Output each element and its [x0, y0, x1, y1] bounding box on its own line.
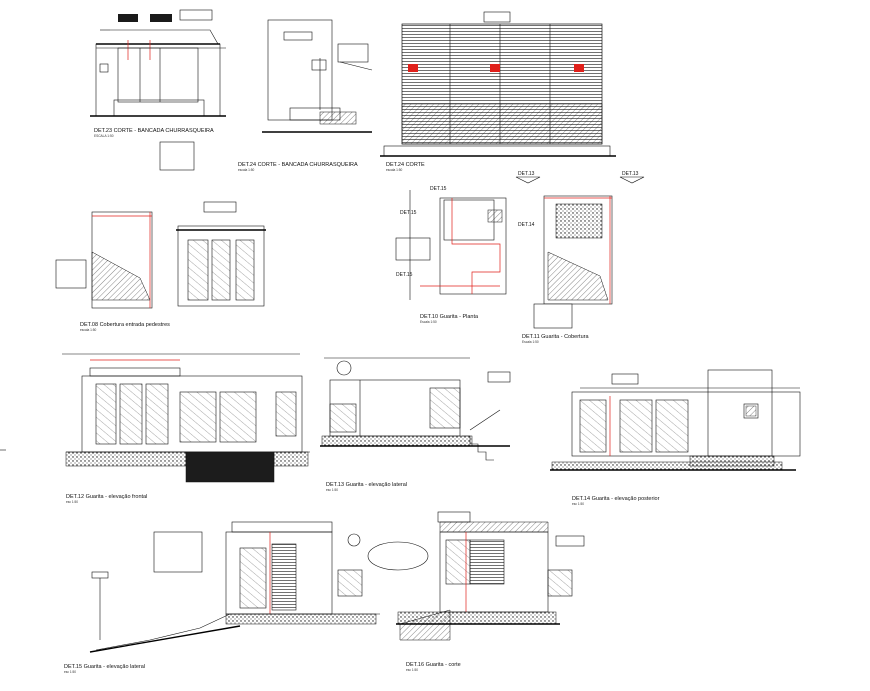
mark-det14: DET.14 — [518, 222, 535, 228]
detail-12-title: DET.12 Guarita - elevação frontal — [66, 494, 147, 500]
detail-12: DET.12 Guarita - elevação frontal esc 1:… — [62, 353, 310, 504]
detail-24b-title: DET.24 CORTE — [386, 162, 425, 168]
detail-14-title: DET.14 Guarita - elevação posterior — [572, 496, 660, 502]
detail-16: DET.16 Guarita - corte esc 1:50 — [367, 511, 585, 672]
detail-15-scale: esc 1:50 — [64, 670, 76, 674]
mark-det15-b: DET.15 — [400, 210, 417, 216]
detail-11-title: DET.11 Guarita - Cobertura — [522, 334, 589, 340]
detail-24-title: DET.24 CORTE - BANCADA CHURRASQUEIRA — [238, 162, 358, 168]
detail-16-title: DET.16 Guarita - corte — [406, 662, 461, 668]
detail-24b-scale: escala 1:50 — [386, 168, 403, 172]
detail-24-facade: DET.24 CORTE escala 1:50 DET.13 DET.13 — [380, 11, 645, 184]
detail-11: DET.14 DET.11 Guarita - Cobertura Escala… — [518, 195, 613, 344]
detail-23: DET.23 CORTE - BANCADA CHURRASQUEIRA ESC… — [90, 9, 226, 171]
detail-08-scale: escala 1:50 — [80, 328, 97, 332]
detail-13: DET.13 Guarita - elevação lateral esc 1:… — [320, 357, 511, 492]
detail-10: DET.15 DET.15 DET.15 DET.10 Guarita - Pl… — [395, 186, 507, 324]
mark-det15-c: DET.15 — [396, 272, 413, 278]
detail-14: DET.14 Guarita - elevação posterior esc … — [550, 369, 801, 506]
detail-10-title: DET.10 Guarita - Planta — [420, 314, 479, 320]
mark-det15-a: DET.15 — [430, 186, 447, 192]
mark-det13-b: DET.13 — [622, 171, 639, 177]
detail-13-title: DET.13 Guarita - elevação lateral — [326, 482, 407, 488]
detail-15: DET.15 Guarita - elevação lateral esc 1:… — [64, 521, 380, 674]
detail-15-title: DET.15 Guarita - elevação lateral — [64, 664, 145, 670]
detail-10-scale: Escala 1:50 — [420, 320, 437, 324]
detail-08: DET.08 Cobertura entrada pedestres escal… — [55, 201, 266, 332]
detail-24: DET.24 CORTE - BANCADA CHURRASQUEIRA esc… — [238, 19, 373, 172]
detail-16-scale: esc 1:50 — [406, 668, 418, 672]
detail-11-scale: Escala 1:50 — [522, 340, 539, 344]
mark-det13-a: DET.13 — [518, 171, 535, 177]
detail-12-scale: esc 1:50 — [66, 500, 78, 504]
detail-13-scale: esc 1:50 — [326, 488, 338, 492]
detail-08-title: DET.08 Cobertura entrada pedestres — [80, 322, 170, 328]
detail-24-scale: escala 1:50 — [238, 168, 255, 172]
detail-23-scale: ESCALA 1:50 — [94, 134, 114, 138]
detail-14-scale: esc 1:50 — [572, 502, 584, 506]
detail-23-title: DET.23 CORTE - BANCADA CHURRASQUEIRA — [94, 128, 214, 134]
